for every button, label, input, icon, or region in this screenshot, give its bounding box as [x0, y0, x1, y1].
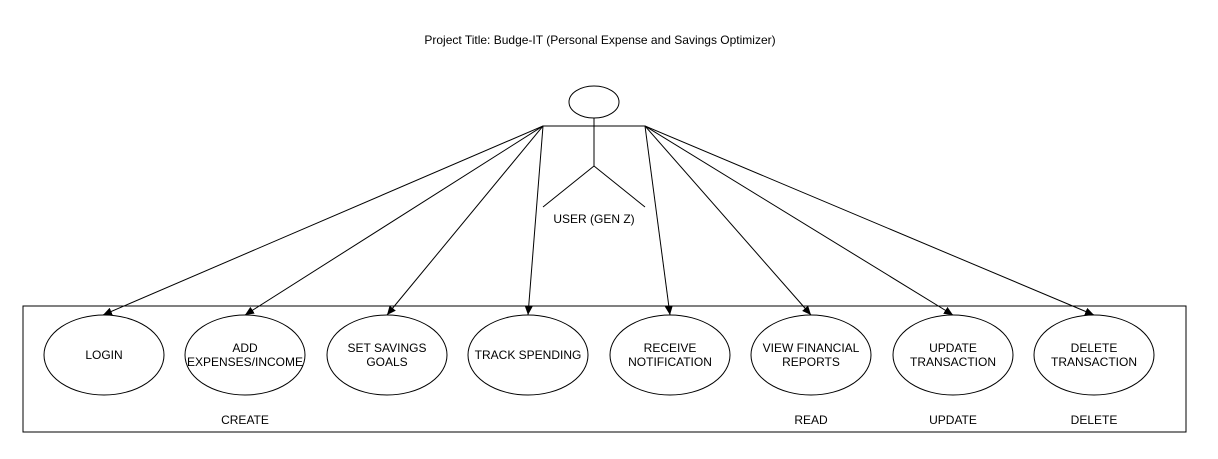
- use-case-label-view-financial-reports: VIEW FINANCIAL REPORTS: [762, 341, 860, 369]
- association-login: [102, 125, 544, 316]
- use-case-label-set-savings-goals: SET SAVINGS GOALS: [347, 341, 427, 369]
- use-case-login[interactable]: [43, 314, 165, 396]
- group-label-delete: DELETE: [1070, 413, 1118, 427]
- association-receive-notification: [644, 125, 673, 316]
- use-case-label-receive-notification: RECEIVE NOTIFICATION: [628, 341, 712, 369]
- use-case-label-delete-transaction: DELETE TRANSACTION: [1050, 341, 1137, 369]
- group-label-create: CREATE: [221, 413, 269, 427]
- association-delete-transaction: [644, 125, 1095, 316]
- actor-right-leg: [593, 165, 646, 208]
- use-case-update-transaction[interactable]: [892, 314, 1014, 396]
- use-case-label-track-spending: TRACK SPENDING: [474, 348, 582, 362]
- actor-figure: [542, 85, 646, 208]
- group-label-update: UPDATE: [929, 413, 977, 427]
- use-case-view-financial-reports[interactable]: [750, 314, 872, 396]
- use-case-receive-notification[interactable]: [609, 314, 731, 396]
- diagram-title: Project Title: Budge-IT (Personal Expens…: [424, 33, 776, 47]
- use-case-delete-transaction[interactable]: [1033, 314, 1155, 396]
- associations: [102, 125, 1095, 316]
- use-case-ellipses: [43, 314, 1155, 396]
- association-set-savings-goals: [386, 125, 544, 316]
- use-case-label-update-transaction: UPDATE TRANSACTION: [909, 341, 996, 369]
- actor-left-leg: [542, 165, 595, 208]
- association-add-expenses-income: [244, 125, 544, 316]
- use-case-set-savings-goals[interactable]: [326, 314, 448, 396]
- use-case-track-spending[interactable]: [467, 314, 589, 396]
- actor-label: USER (GEN Z): [553, 212, 635, 226]
- association-track-spending: [524, 125, 544, 316]
- use-case-label-login: LOGIN: [85, 348, 123, 362]
- use-case-label-add-expenses-income: ADD EXPENSES/INCOME: [186, 341, 304, 369]
- association-view-financial-reports: [644, 125, 812, 316]
- actor-head: [568, 85, 620, 119]
- association-update-transaction: [644, 125, 954, 316]
- group-label-read: READ: [794, 413, 828, 427]
- system-boundary: [22, 305, 1187, 433]
- use-case-add-expenses-income[interactable]: [184, 314, 306, 396]
